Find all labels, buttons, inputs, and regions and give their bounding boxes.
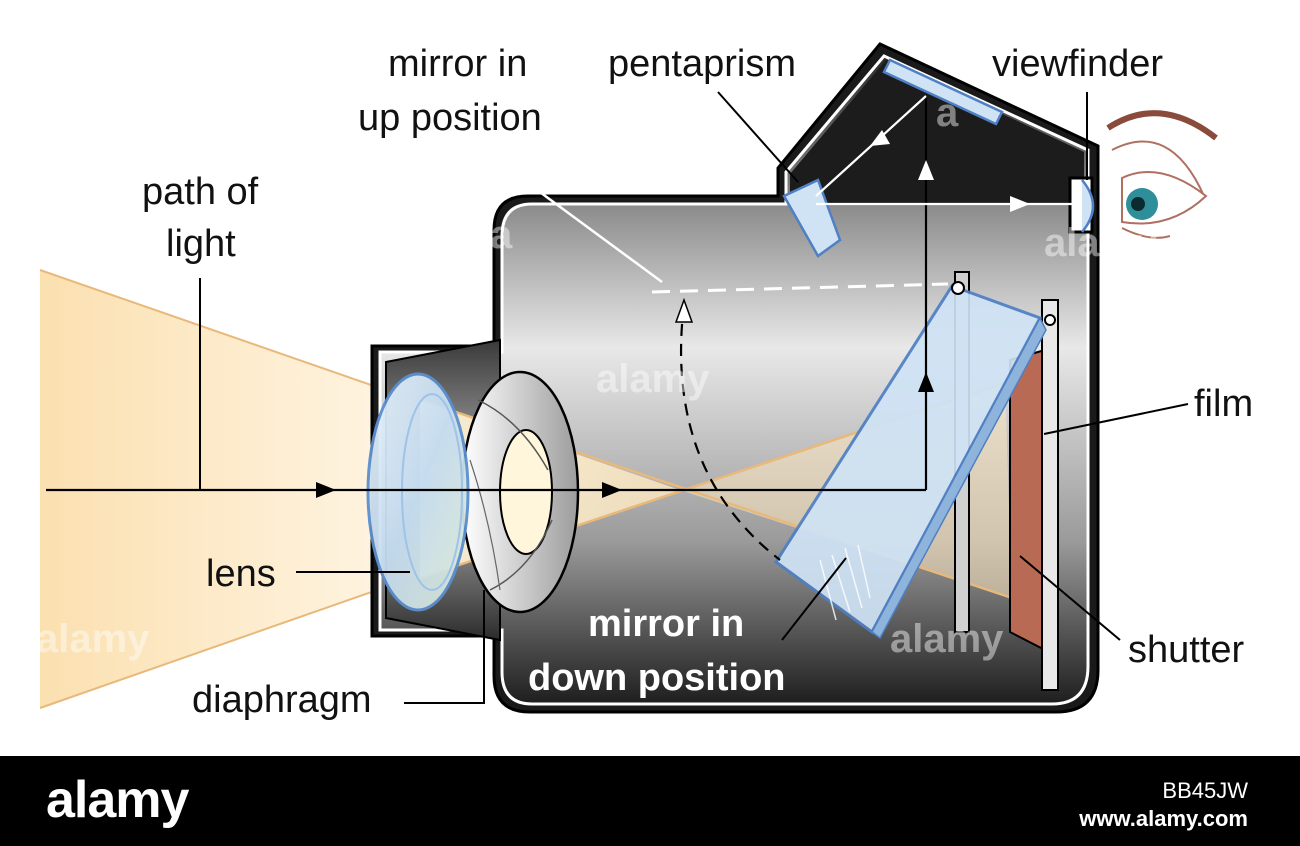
pentaprism-element	[782, 178, 842, 258]
reflex-mirror-edge	[871, 316, 1047, 640]
light-beam-edge-bottom	[39, 574, 421, 709]
label-pentaprism: pentaprism	[608, 43, 796, 85]
mirror-swing-arc	[680, 303, 781, 561]
light-ray-path-reflected	[815, 95, 1074, 206]
label-viewfinder: viewfinder	[992, 43, 1163, 85]
light-beam-edge-top	[39, 269, 421, 403]
leader-mirror-up	[471, 140, 663, 284]
ray-arrow-6	[1010, 196, 1030, 212]
eye-icon	[1106, 110, 1218, 239]
diaphragm-blade-3	[469, 459, 501, 591]
ray-arrow-1	[316, 482, 336, 498]
diaphragm-blade-1	[477, 399, 549, 471]
pentaprism-mirror-top	[882, 58, 1004, 126]
footer-logo: alamy	[46, 771, 189, 829]
film-rail-pin	[1044, 314, 1056, 326]
watermark-right: alamy	[890, 617, 1004, 661]
mirror-hinge	[951, 281, 965, 295]
diaphragm-blade-2	[489, 519, 553, 591]
diaphragm-aperture	[499, 429, 553, 555]
label-mirror-up-1: mirror in	[388, 43, 527, 85]
film-rail	[1041, 299, 1059, 691]
ray-arrow-2	[602, 482, 622, 498]
leader-lines	[199, 91, 1189, 704]
label-mirror-down-2: down position	[528, 657, 786, 699]
watermark-letter-3: alamy	[1044, 221, 1158, 265]
ray-arrow-3	[918, 372, 934, 392]
viewfinder-lens	[1081, 179, 1095, 233]
label-path-of-light-2: light	[166, 223, 236, 265]
footer-image-id: BB45JW	[1162, 778, 1248, 803]
watermark-letter-1: a	[936, 91, 959, 135]
watermark-center: alamy	[596, 357, 710, 401]
mirror-texture	[819, 544, 871, 621]
label-mirror-down-1: mirror in	[588, 603, 744, 645]
slr-camera-diagram: alamy alamy alamy a a alamy path of ligh…	[36, 42, 1254, 721]
label-diaphragm: diaphragm	[192, 679, 372, 721]
lens-element	[366, 372, 470, 612]
footer-site: www.alamy.com	[1079, 806, 1248, 831]
ray-arrow-4	[918, 160, 934, 180]
film	[1009, 348, 1046, 652]
pentaprism-housing	[790, 60, 1084, 205]
watermark-letter-2: a	[490, 213, 513, 257]
mirror-up-dashed	[651, 282, 949, 294]
watermark-left: alamy	[36, 617, 150, 661]
label-shutter: shutter	[1128, 629, 1245, 671]
lens-element-inner	[401, 393, 463, 591]
label-path-of-light: path of	[142, 171, 259, 213]
footer-bar: alamy BB45JW www.alamy.com	[0, 756, 1300, 846]
label-lens: lens	[206, 553, 276, 595]
label-mirror-up-2: up position	[358, 97, 542, 139]
ray-arrow-5	[870, 130, 890, 146]
mirror-swing-arrow	[674, 297, 694, 323]
label-film: film	[1194, 383, 1253, 425]
